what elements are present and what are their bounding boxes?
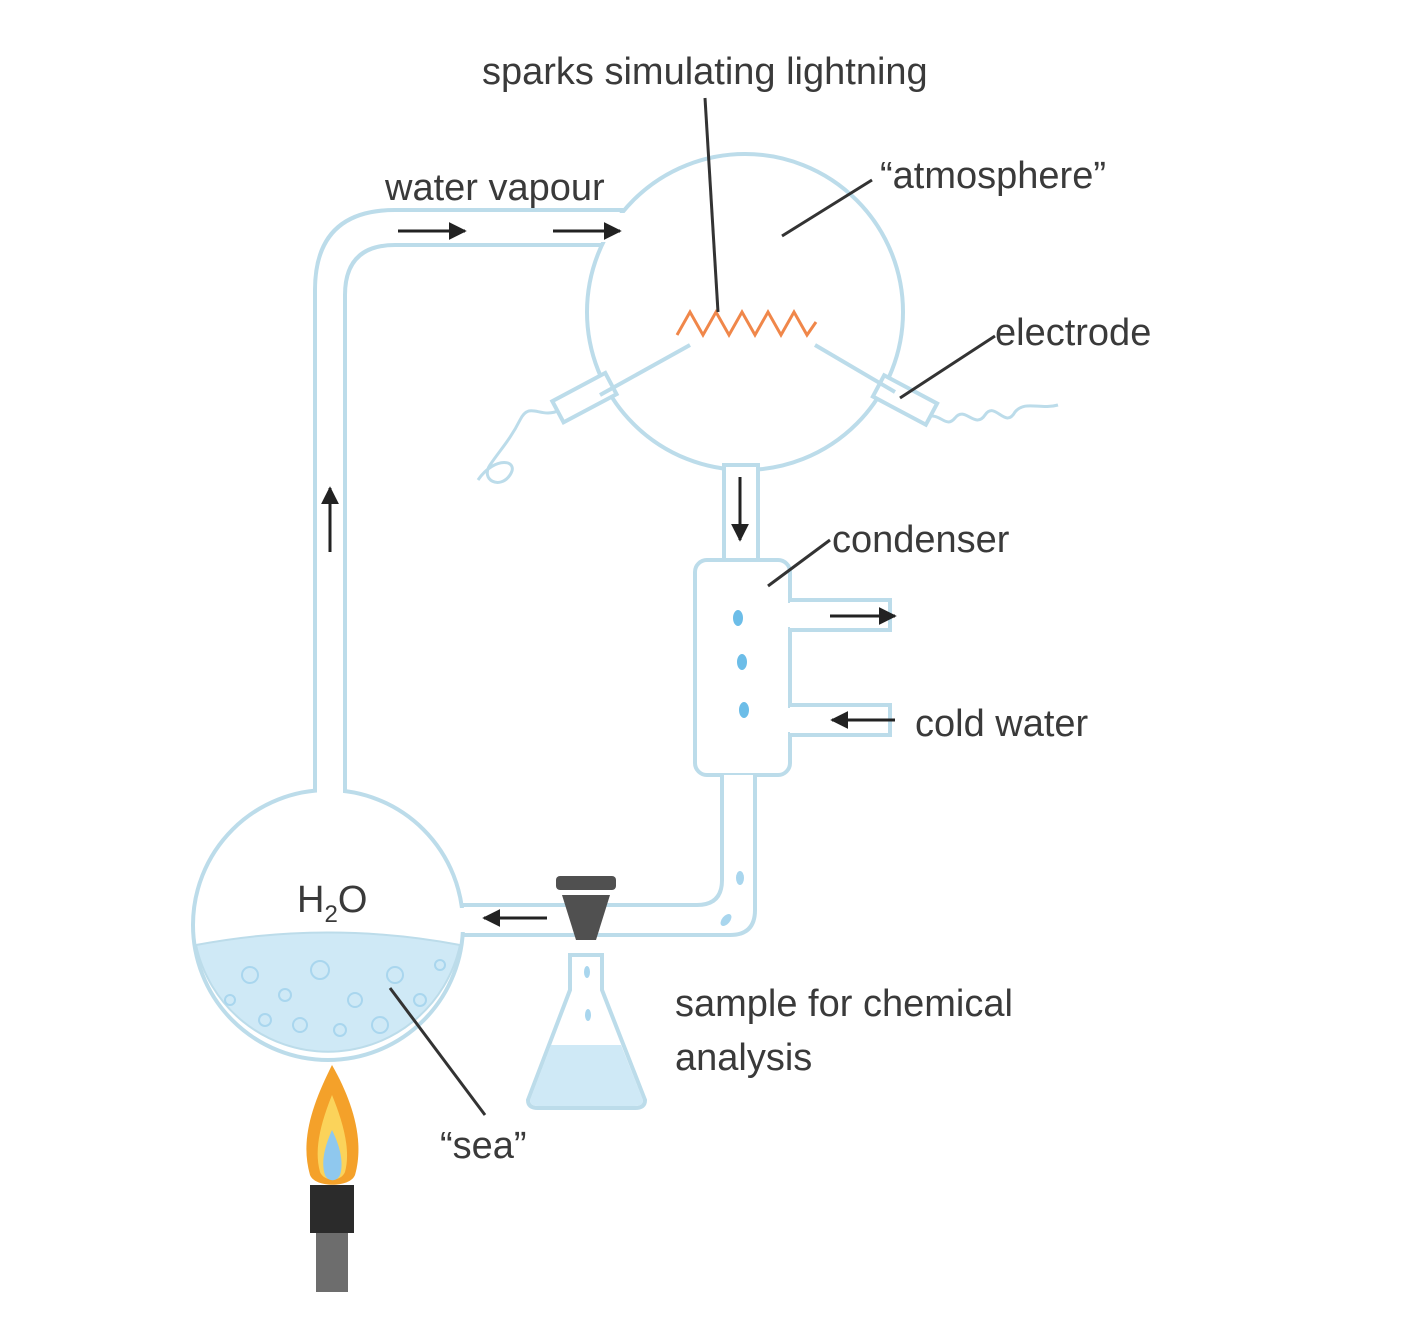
left-electrode-wire [476,408,561,484]
cold-water-label: cold water [915,703,1089,745]
condensed-drop [733,610,743,626]
sample-label-line2: analysis [675,1037,812,1079]
left-electrode-rod [599,343,691,397]
sea-leader-line [388,987,487,1116]
sample-flask [525,953,648,1110]
vapour-tube [313,208,632,792]
atmosphere-label: “atmosphere” [880,155,1106,197]
electrode-label: electrode [995,312,1151,354]
atmosphere-leader-line [781,178,873,238]
right-electrode-wire [924,403,1059,424]
sea-water [194,931,462,1053]
spark-zigzag [675,308,818,339]
right-electrode-rod [813,343,897,394]
condensed-drop [739,702,749,718]
electrode-leader-line [899,334,996,400]
sparks-label: sparks simulating lightning [482,51,928,93]
bunsen-burner [310,1185,354,1292]
atmosphere-flask [585,152,905,472]
return-drop [736,871,744,885]
condenser-label: condenser [832,519,1010,561]
left-electrode [549,370,620,426]
h2o-label: H2O [297,879,367,928]
sea-bubbles [224,959,446,1037]
sea-label: “sea” [440,1125,527,1167]
flame-icon [306,1065,359,1185]
stopcock-tap [556,876,616,940]
condensed-drop [737,654,747,670]
return-drop [720,914,732,926]
sample-label-line1: sample for chemical [675,983,1013,1025]
sparks-leader-line [703,97,720,313]
water-vapour-label: water vapour [384,167,605,209]
condenser-leader-line [767,538,831,588]
